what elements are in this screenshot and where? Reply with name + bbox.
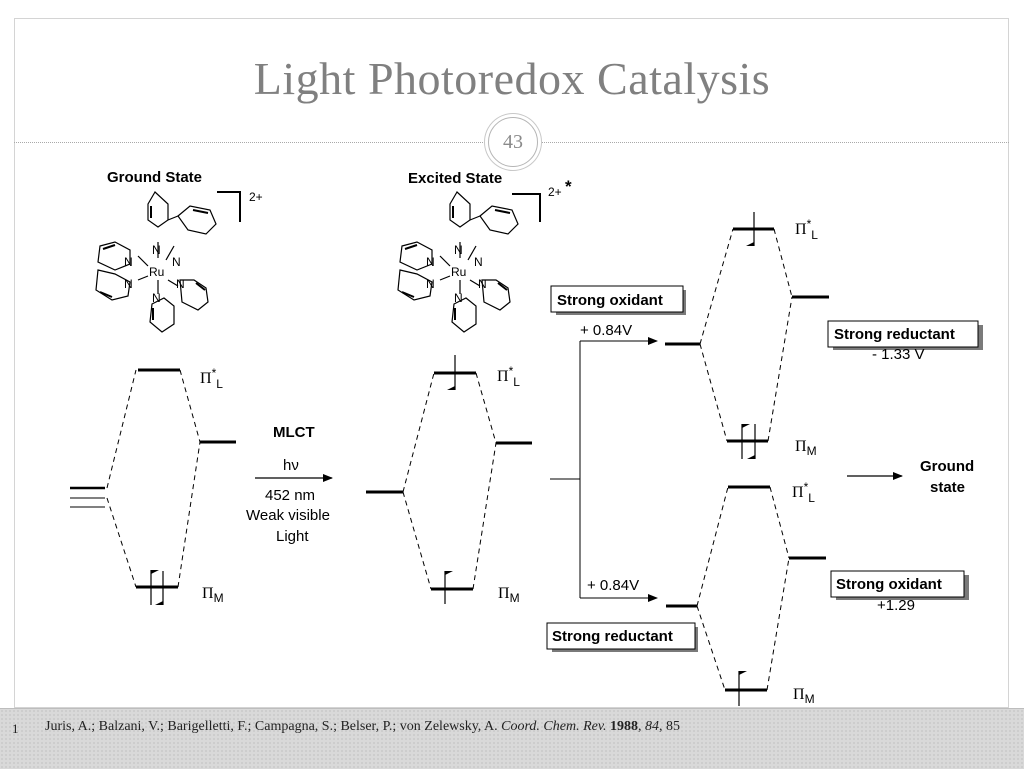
slide-title: Light Photoredox Catalysis [253, 53, 771, 104]
svg-text:N: N [124, 277, 133, 291]
footnote-number: 1 [12, 721, 19, 736]
lower-right-mo-diagram [666, 485, 826, 706]
svg-text:N: N [474, 255, 483, 269]
svg-text:Strong oxidant: Strong oxidant [557, 292, 663, 309]
strong-oxidant-right-box: Strong oxidant [830, 570, 969, 600]
bracket [512, 193, 541, 222]
excited-star: * [565, 177, 572, 196]
pi-M-label: ΠM [795, 438, 817, 458]
charge-label: 2+ [548, 185, 562, 199]
svg-text:Strong oxidant: Strong oxidant [836, 576, 942, 593]
svg-text:N: N [426, 277, 435, 291]
svg-text:N: N [478, 277, 487, 291]
slide-number-badge: 43 [488, 117, 538, 167]
mlct-label: MLCT [273, 424, 315, 441]
hv-label: hν [283, 457, 299, 474]
excited-state-label: Excited State [408, 170, 502, 187]
excited-state-mo-diagram [366, 355, 532, 604]
svg-text:N: N [124, 255, 133, 269]
svg-text:Strong reductant: Strong reductant [834, 326, 955, 343]
svg-text:N: N [176, 277, 185, 291]
svg-text:N: N [152, 243, 161, 257]
pi-star-L-label: Π*L [792, 480, 815, 505]
weak-visible-label: Weak visible [246, 507, 330, 524]
reductant-potential-value: - 1.33 V [872, 346, 925, 363]
bracket [217, 191, 241, 222]
pi-M-label: ΠM [498, 585, 520, 605]
strong-reductant-box: Strong reductant [546, 622, 698, 652]
pi-star-L-label: Π*L [200, 366, 223, 391]
charge-label: 2+ [249, 190, 263, 204]
ruthenium-label: Ru [149, 265, 164, 279]
wavelength-label: 452 nm [265, 487, 315, 504]
pi-star-L-label: Π*L [795, 217, 818, 242]
ru-bpy-complex-excited: N N N N N N Ru [397, 191, 519, 333]
ground-state-mo-diagram [70, 368, 236, 605]
ground-label: Ground [920, 458, 974, 475]
svg-text:N: N [454, 243, 463, 257]
ground-state-label: Ground State [107, 169, 202, 186]
ruthenium-label: Ru [451, 265, 466, 279]
pi-M-label: ΠM [202, 585, 224, 605]
lower-potential-label: + 0.84V [587, 577, 639, 594]
light-label: Light [276, 528, 309, 545]
slide-frame [14, 18, 1009, 708]
state-label: state [930, 479, 965, 496]
footnote-citation: Juris, A.; Balzani, V.; Barigelletti, F.… [45, 719, 681, 734]
footnote-bar: 1 Juris, A.; Balzani, V.; Barigelletti, … [0, 708, 1024, 769]
svg-text:Strong reductant: Strong reductant [552, 628, 673, 645]
strong-oxidant-box: Strong oxidant [550, 285, 686, 315]
pi-M-label: ΠM [793, 686, 815, 706]
svg-text:N: N [426, 255, 435, 269]
pi-star-L-label: Π*L [497, 364, 520, 389]
branch-connector [550, 337, 658, 602]
svg-text:N: N [172, 255, 181, 269]
upper-potential-label: + 0.84V [580, 322, 632, 339]
ru-bpy-complex-ground: N N N N N N Ru [95, 191, 217, 333]
upper-right-mo-diagram [665, 212, 829, 459]
oxidant-potential-value: +1.29 [877, 597, 915, 614]
svg-text:N: N [454, 291, 463, 305]
svg-text:N: N [152, 291, 161, 305]
strong-reductant-right-box: Strong reductant [827, 320, 983, 350]
